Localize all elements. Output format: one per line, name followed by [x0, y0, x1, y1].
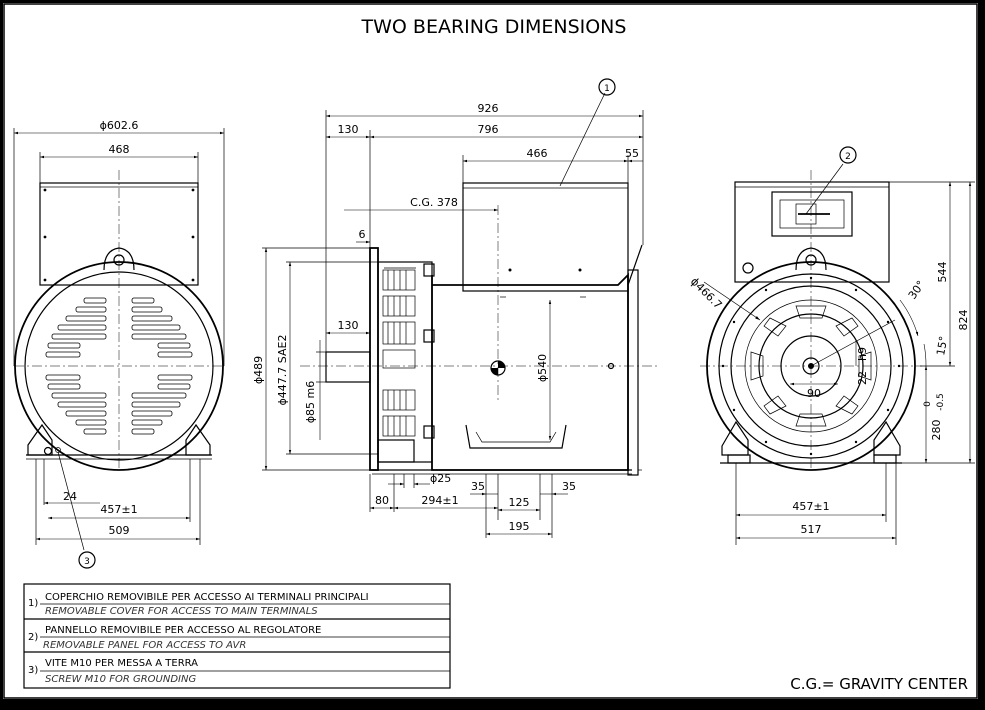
note-2-italian: PANNELLO REMOVIBILE PER ACCESSO AL REGOL…: [45, 625, 321, 636]
ground-screw: [43, 446, 53, 456]
dim-466: 466: [527, 147, 548, 160]
dim-90: 90: [807, 387, 821, 400]
sheet-border: [3, 3, 978, 699]
callout-2: [839, 146, 857, 164]
note-2-number: 2): [28, 632, 38, 643]
foot-right: [185, 423, 211, 456]
gravity-center-legend: C.G.= GRAVITY CENTER: [790, 675, 968, 693]
dim-796: 796: [478, 123, 499, 136]
dim-foot-spacing: 457±1: [100, 503, 137, 516]
dim-15-deg: 15°: [934, 335, 950, 356]
note-3-italian: VITE M10 PER MESSA A TERRA: [45, 658, 198, 669]
note-3-number: 3): [28, 665, 38, 676]
side-foot-right: [465, 424, 567, 449]
note-1-number: 1): [28, 598, 38, 609]
dim-foot-width: 509: [109, 524, 130, 537]
dim-125: 125: [509, 496, 530, 509]
dim-85-m6: ϕ85 m6: [304, 381, 317, 423]
shaft: [325, 351, 371, 383]
side-view: 926 130 796 466 55 C.G. 378 6 130 ϕ489 ϕ…: [252, 78, 660, 538]
cable-gland: [742, 262, 754, 274]
note-3-english: SCREW M10 FOR GROUNDING: [45, 674, 196, 685]
dim-130-shaft: 130: [338, 319, 359, 332]
end-view: ϕ466.7 30° 15° 544 824 280 0 -0.5 h9 22 …: [688, 146, 975, 545]
avr-panel: [771, 191, 853, 237]
dim-130-top: 130: [338, 123, 359, 136]
foot-left: [27, 423, 53, 456]
dim-517: 517: [801, 523, 822, 536]
svg-text:2: 2: [845, 152, 851, 162]
note-1-english: REMOVABLE COVER FOR ACCESS TO MAIN TERMI…: [45, 606, 318, 617]
dim-end-foot-spacing: 457±1: [792, 500, 829, 513]
dim-294: 294±1: [421, 494, 458, 507]
svg-text:3: 3: [84, 557, 90, 567]
dim-h9: h9: [856, 347, 869, 361]
dim-447-sae2: ϕ447.7 SAE2: [276, 335, 289, 406]
note-1-italian: COPERCHIO REMOVIBILE PER ACCESSO AI TERM…: [45, 592, 369, 603]
dim-195: 195: [509, 520, 530, 533]
dim-824: 824: [957, 310, 970, 331]
dim-overall-length: 926: [478, 102, 499, 115]
dim-tol-upper: 0: [923, 401, 933, 407]
dim-terminal-box-width: 468: [109, 143, 130, 156]
notes-table: 1) COPERCHIO REMOVIBILE PER ACCESSO AI T…: [23, 583, 451, 689]
dim-489: ϕ489: [252, 356, 265, 384]
side-foot-left: [377, 439, 415, 463]
end-terminal-box: [734, 181, 890, 283]
callout-1: [598, 78, 616, 96]
dim-tol-lower: -0.5: [936, 393, 946, 411]
dim-80: 80: [375, 494, 389, 507]
dim-25: ϕ25: [430, 472, 451, 485]
note-2-english: REMOVABLE PANEL FOR ACCESS TO AVR: [43, 640, 246, 651]
paper: [3, 3, 978, 699]
dim-280: 280: [930, 420, 943, 441]
dim-540: ϕ540: [536, 354, 549, 382]
dim-6: 6: [359, 228, 366, 241]
dim-outer-diameter: ϕ602.6: [100, 119, 139, 132]
dim-22: 22: [856, 371, 869, 385]
dim-55: 55: [625, 147, 639, 160]
dim-544: 544: [936, 262, 949, 283]
drawing-title: TWO BEARING DIMENSIONS: [361, 16, 627, 38]
front-view: ϕ602.6 468 24 457±1 509 3: [13, 119, 225, 569]
dim-35-right: 35: [562, 480, 576, 493]
dim-gravity-center: C.G. 378: [410, 196, 458, 209]
ventilation-slots: [45, 297, 193, 435]
callout-3: [78, 551, 96, 569]
side-terminal-box: [462, 182, 629, 292]
dim-35-left: 35: [471, 480, 485, 493]
svg-text:1: 1: [604, 84, 610, 94]
